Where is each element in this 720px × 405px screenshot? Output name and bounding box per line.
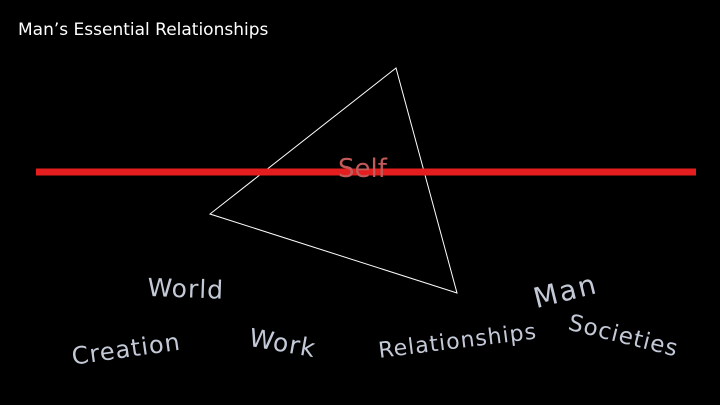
relationship-triangle — [208, 67, 458, 294]
self-label: Self — [338, 154, 387, 184]
world-label: World — [146, 273, 225, 305]
slide-title: Man’s Essential Relationships — [18, 20, 269, 40]
